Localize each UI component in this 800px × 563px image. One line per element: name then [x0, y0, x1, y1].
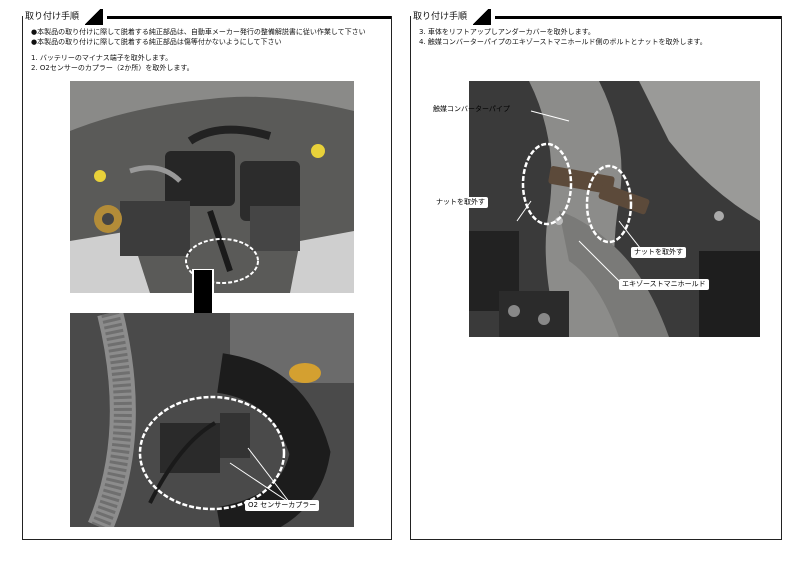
section-title-decoration: [85, 9, 103, 25]
o2-sensor-illustration: [70, 313, 354, 527]
step-item: 3. 車体をリフトアップしアンダーカバーを取外します。: [419, 28, 595, 36]
callout-leader-line: [247, 447, 291, 504]
callout-leader-line: [229, 462, 291, 504]
engine-bay-photo: [70, 81, 354, 293]
callout-leader-line: [578, 240, 625, 287]
o2-sensor-coupler-label: O2 センサーカプラー: [245, 500, 320, 511]
step-list: 1. バッテリーのマイナス端子を取外します。 2. O2センサーのカプラー（2か…: [31, 53, 194, 73]
section-header-rule: [411, 16, 781, 19]
step-item: 4. 触媒コンバーターパイプのエキゾーストマニホールド側のボルトとナットを取外し…: [419, 38, 707, 46]
callout-leader-line: [516, 200, 532, 222]
step-item: 1. バッテリーのマイナス端子を取外します。: [31, 54, 173, 62]
caution-note: ●本製品の取り付けに際して脱着する純正部品は、自動車メーカー発行の整備解説書に従…: [31, 28, 366, 36]
exhaust-manifold-label: エキゾーストマニホールド: [619, 279, 709, 290]
step-item: 2. O2センサーのカプラー（2か所）を取外します。: [31, 64, 194, 72]
exhaust-illustration: [469, 81, 760, 337]
highlight-circle: [521, 142, 573, 226]
caution-note: ●本製品の取り付けに際して脱着する純正部品は傷等付かないようにして下さい: [31, 38, 282, 46]
right-page: 取り付け手順 3. 車体をリフトアップしアンダーカバーを取外します。 4. 触媒…: [410, 9, 782, 540]
nut-remove-right-label: ナットを取外す: [631, 247, 686, 258]
highlight-circle: [585, 164, 633, 244]
highlight-circle: [138, 395, 286, 511]
o2-sensor-coupler-photo: [70, 313, 354, 527]
left-page: 取り付け手順 ●本製品の取り付けに際して脱着する純正部品は、自動車メーカー発行の…: [22, 9, 392, 540]
exhaust-manifold-photo: [469, 81, 760, 337]
caution-notes: ●本製品の取り付けに際して脱着する純正部品は、自動車メーカー発行の整備解説書に従…: [31, 27, 387, 47]
highlight-circle: [185, 238, 259, 284]
engine-bay-illustration: [70, 81, 354, 293]
catalyst-pipe-label: 触媒コンバーターパイプ: [433, 105, 510, 113]
section-header-rule: [23, 16, 391, 19]
callout-leader-line: [530, 110, 570, 122]
nut-remove-left-label: ナットを取外す: [433, 197, 488, 208]
section-title-decoration: [473, 9, 491, 25]
step-list: 3. 車体をリフトアップしアンダーカバーを取外します。 4. 触媒コンバーターパ…: [419, 27, 707, 47]
